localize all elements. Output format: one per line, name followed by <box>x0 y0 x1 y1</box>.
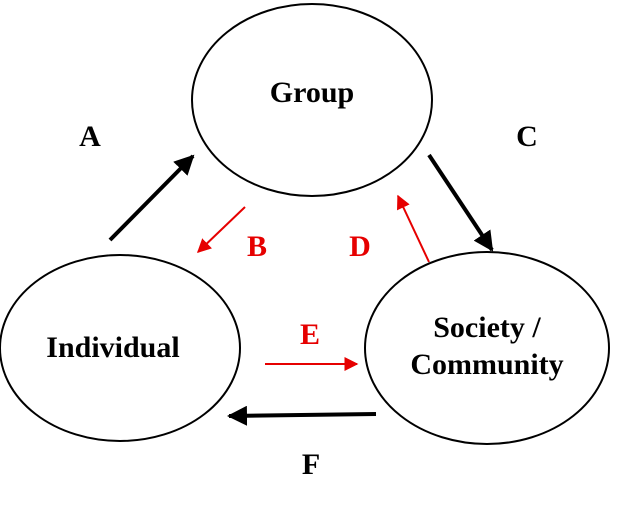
edge-b-arrow <box>196 206 246 253</box>
edge-b-label: B <box>247 230 267 263</box>
edge-c-arrow <box>427 153 494 252</box>
edge-f-label: F <box>302 448 320 481</box>
group-label: Group <box>270 76 354 109</box>
society-label-line1: Society / <box>433 311 541 344</box>
edge-e-label: E <box>300 318 320 351</box>
edge-a-label: A <box>79 120 101 153</box>
edge-d-arrow <box>397 194 430 263</box>
edge-f-arrow <box>227 405 377 426</box>
individual-node <box>0 254 241 442</box>
edge-c-label: C <box>516 120 538 153</box>
individual-label: Individual <box>46 331 179 364</box>
society-label-line2: Community <box>410 348 563 381</box>
society-node <box>364 251 610 445</box>
edge-d-label: D <box>349 230 371 263</box>
group-node <box>191 3 433 197</box>
edge-a-arrow <box>108 154 195 242</box>
